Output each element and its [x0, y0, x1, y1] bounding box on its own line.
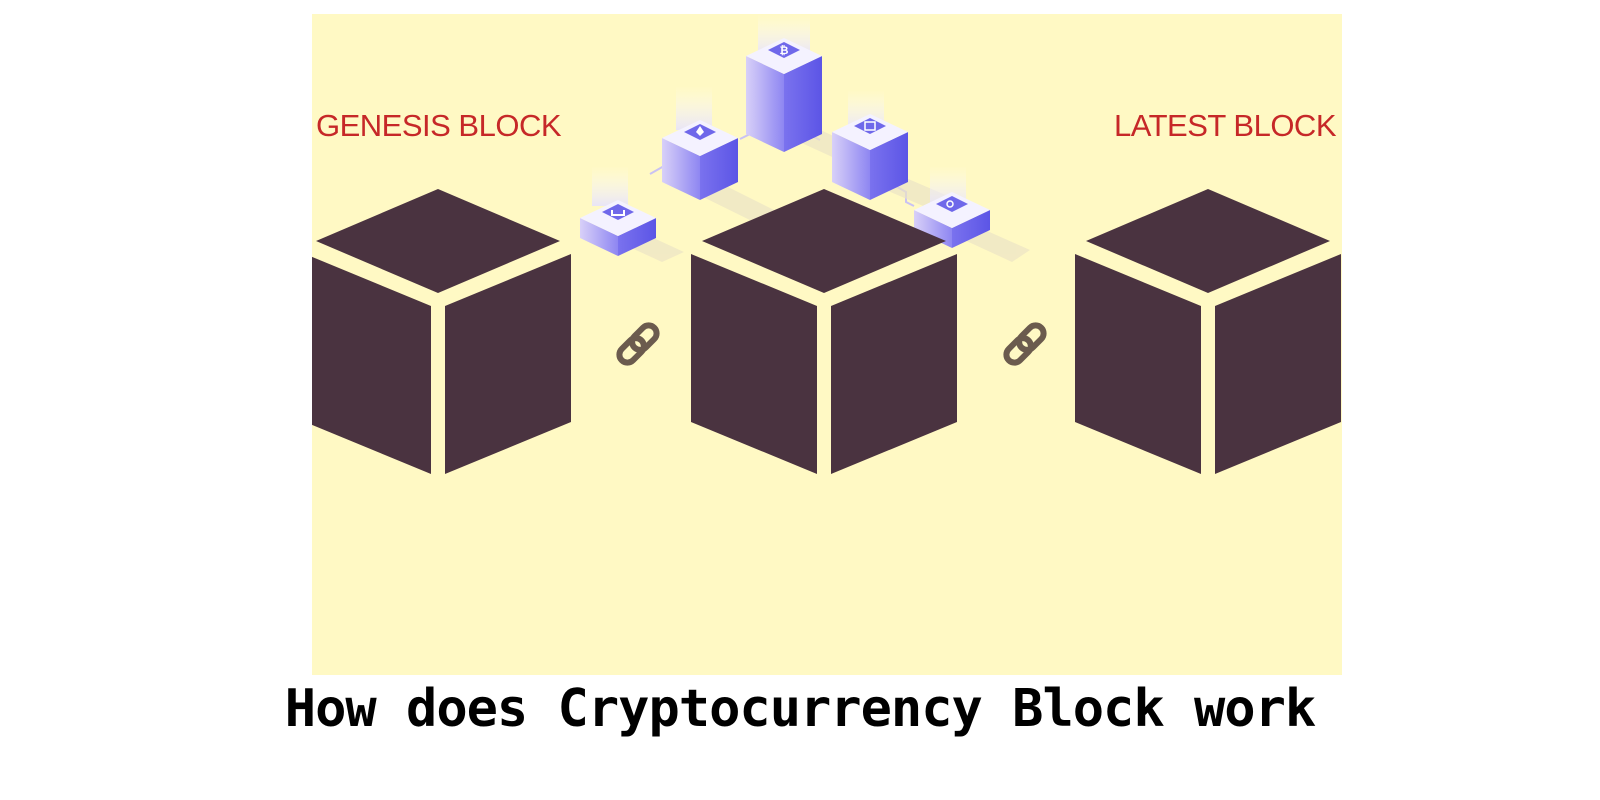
genesis-block-label: GENESIS BLOCK [316, 108, 562, 143]
middle-block [691, 189, 957, 474]
chain-link-icon [616, 322, 660, 366]
diagram-panel: ₿ GENESIS BLOCK LATEST BLOCK [312, 14, 1342, 675]
genesis-block [312, 189, 571, 474]
blockchain-diagram: ₿ [312, 14, 1341, 474]
page-caption: How does Cryptocurrency Block work [284, 679, 1316, 739]
binance-icon [832, 90, 908, 200]
svg-text:₿: ₿ [780, 44, 789, 57]
token-icon [914, 166, 990, 248]
chain-link-icon [1003, 322, 1047, 366]
links-group [616, 322, 1047, 366]
coin-icon [580, 166, 656, 256]
latest-block [1075, 189, 1341, 474]
bitcoin-icon: ₿ [746, 14, 822, 152]
ethereum-icon [662, 86, 738, 200]
blocks-group [312, 189, 1341, 474]
latest-block-label: LATEST BLOCK [1114, 108, 1337, 143]
